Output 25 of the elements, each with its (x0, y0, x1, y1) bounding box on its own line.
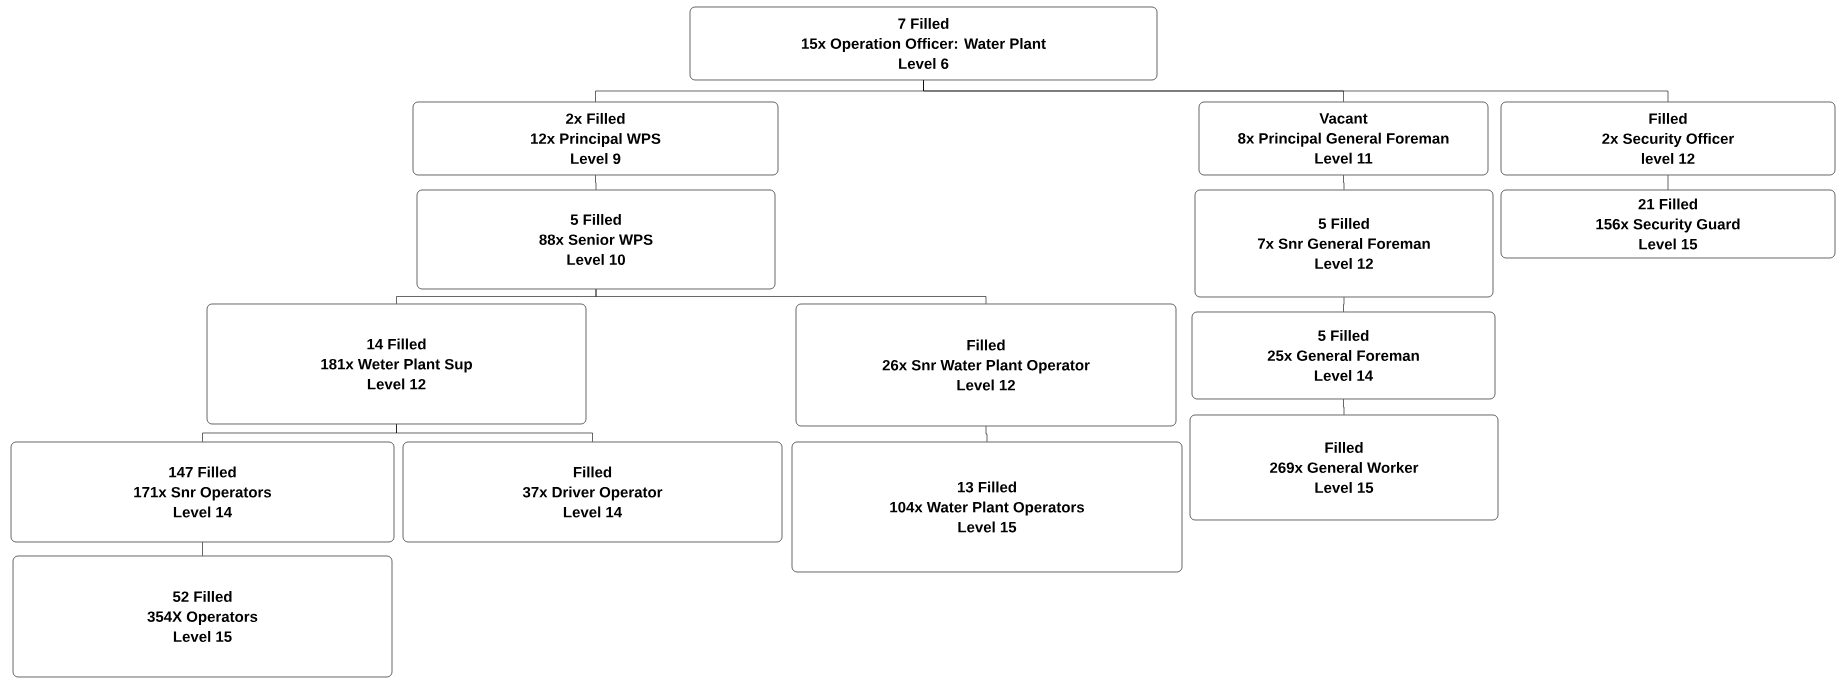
position-box: 147 Filled 171x Snr Operators Level 14 (10, 441, 395, 543)
position-box: Vacant 8x Principal General Foreman Level 11 (1198, 101, 1489, 176)
connector-line (396, 424, 593, 442)
connector-line (1667, 175, 1669, 190)
position-box: 21 Filled 156x Security Guard Level 15 (1500, 189, 1836, 259)
position-box: 52 Filled 354X Operators Level 15 (12, 555, 393, 678)
connector-line (1343, 399, 1345, 415)
connector-line (595, 175, 597, 190)
position-box: 14 Filled 181x Weter Plant Sup Level 12 (206, 303, 587, 425)
position-box: Filled 37x Driver Operator Level 14 (402, 441, 783, 543)
position-box: 13 Filled 104x Water Plant Operators Level 15 (791, 441, 1183, 573)
position-box: Filled 2x Security Officer level 12 (1500, 101, 1836, 176)
connector-line (202, 542, 203, 556)
connector-line (1343, 297, 1345, 312)
position-box: Filled 26x Snr Water Plant Operator Level 12 (795, 303, 1177, 427)
position-box: 5 Filled 25x General Foreman Level 14 (1191, 311, 1496, 400)
connector-line (923, 80, 1669, 102)
position-box: 5 Filled 88x Senior WPS Level 10 (416, 189, 776, 290)
connector-line (1343, 175, 1345, 190)
position-box: Filled 269x General Worker Level 15 (1189, 414, 1499, 521)
connector-line (595, 289, 987, 304)
position-box: 7 Filled 15x Operation Officer: Water Plant Level 6 (689, 6, 1158, 81)
connector-line (985, 426, 988, 442)
position-box: 5 Filled 7x Snr General Foreman Level 12 (1194, 189, 1494, 298)
position-box: 2x Filled 12x Principal WPS Level 9 (412, 101, 779, 176)
